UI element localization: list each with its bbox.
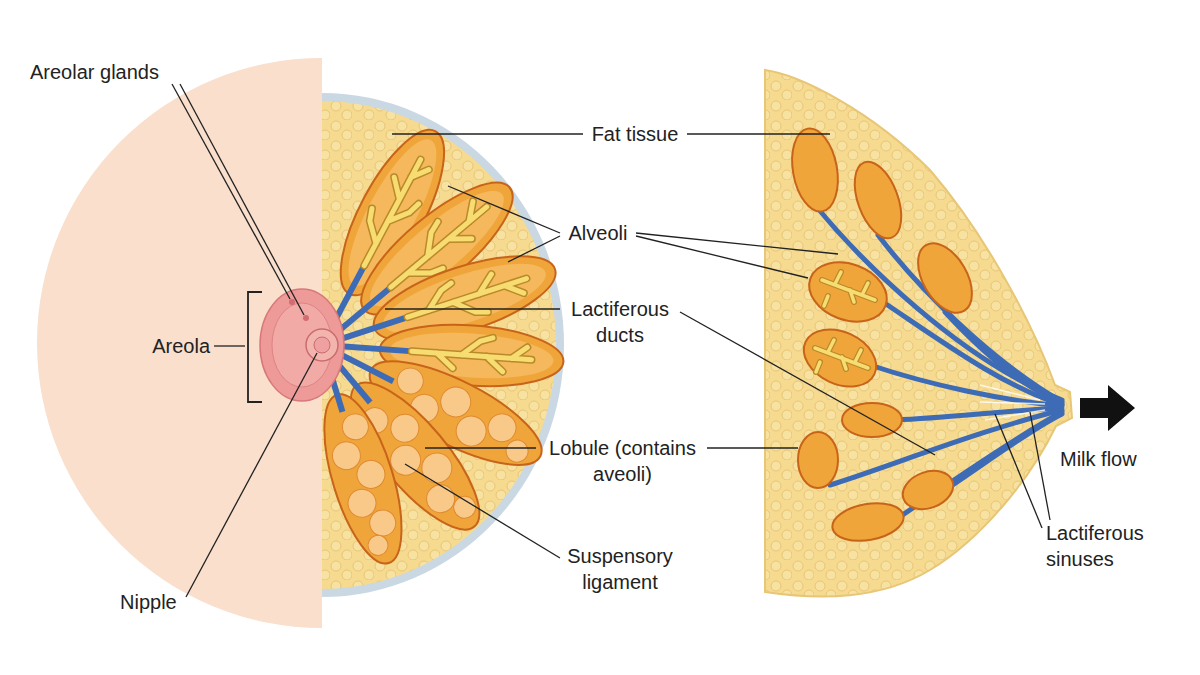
cutaway-gland xyxy=(322,93,564,597)
areola-nipple xyxy=(260,289,344,401)
flow-arrow xyxy=(1080,385,1135,431)
part-label: Lactiferous ducts xyxy=(555,296,685,348)
part-label: Milk flow xyxy=(1060,446,1190,472)
bracket xyxy=(248,292,262,402)
sagittal-section xyxy=(765,70,1072,597)
part-label: Areolar glands xyxy=(30,59,210,85)
part-label: Areola xyxy=(110,333,210,359)
part-label: Alveoli xyxy=(548,220,648,246)
leader-lines xyxy=(172,84,1050,597)
part-label: Lactiferous sinuses xyxy=(1046,520,1176,572)
part-label: Fat tissue xyxy=(575,121,695,147)
part-label: Lobule (contains aveoli) xyxy=(535,435,710,487)
part-label: Suspensory ligament xyxy=(545,543,695,595)
part-label: Nipple xyxy=(120,589,210,615)
